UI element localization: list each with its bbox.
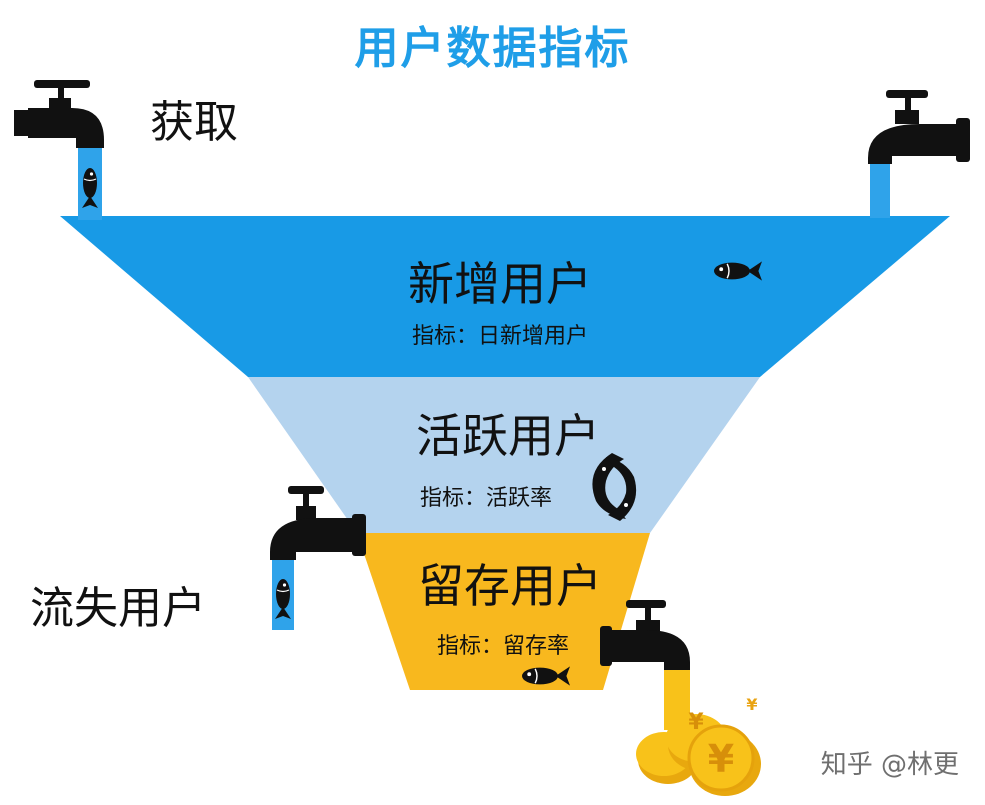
yuan-icon: ¥ <box>688 710 704 735</box>
stage-retained-title: 留存用户 <box>418 559 602 613</box>
faucet-icon <box>868 90 970 218</box>
stage-new-metric: 指标：日新增用户 <box>411 324 588 349</box>
stage-new-title: 新增用户 <box>408 257 592 311</box>
gold-coins-icon: ¥ ¥ ¥ <box>636 695 761 796</box>
fish-pair-icon <box>592 453 637 521</box>
faucet-icon <box>600 600 690 730</box>
acquire-label: 获取 <box>150 97 238 148</box>
faucet-icon <box>14 80 104 220</box>
yuan-icon: ¥ <box>708 737 734 781</box>
funnel-stage-retained <box>357 533 650 690</box>
stage-active-title: 活跃用户 <box>416 409 600 463</box>
watermark: 知乎 @林更 <box>820 750 959 780</box>
stage-retained-metric: 指标：留存率 <box>436 634 569 659</box>
stage-active-metric: 指标：活跃率 <box>419 486 552 511</box>
yuan-icon: ¥ <box>746 695 757 714</box>
churn-label: 流失用户 <box>30 583 206 634</box>
funnel-stage-new <box>60 216 950 377</box>
diagram-title: 用户数据指标 <box>354 23 631 74</box>
